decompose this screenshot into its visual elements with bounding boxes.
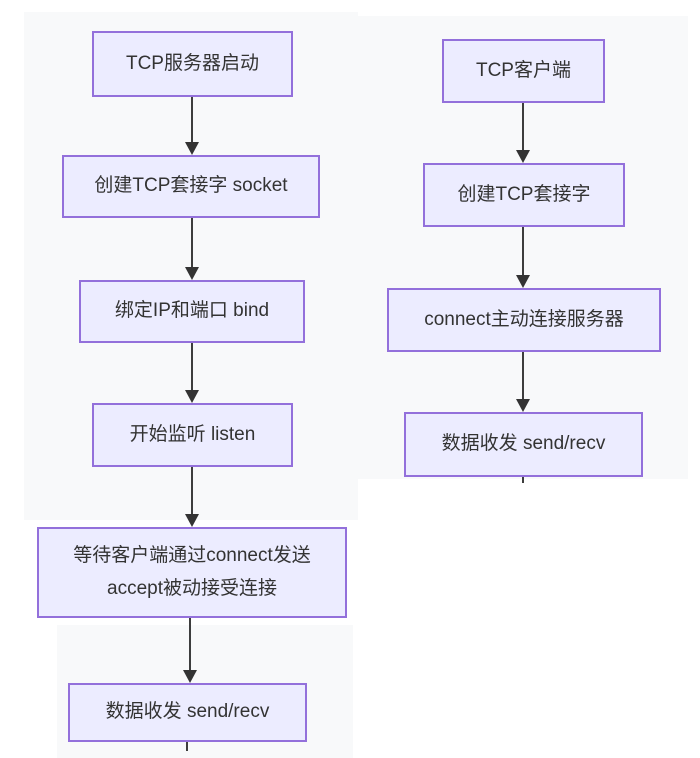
edge-line — [191, 218, 193, 267]
node-client-sendrecv: 数据收发 send/recv — [404, 412, 643, 477]
node-server-accept: 等待客户端通过connect发送 accept被动接受连接 — [37, 527, 347, 618]
edge-line — [191, 97, 193, 142]
arrowhead-down-icon — [516, 399, 530, 412]
edge-server-socket-bind — [185, 218, 199, 280]
arrowhead-down-icon — [516, 150, 530, 163]
edge-client-outgoing-stub — [522, 477, 524, 483]
node-label: 创建TCP套接字 — [457, 183, 591, 205]
node-client-socket: 创建TCP套接字 — [423, 163, 625, 227]
edge-server-bind-listen — [185, 343, 199, 403]
node-server-sendrecv: 数据收发 send/recv — [68, 683, 307, 742]
edge-server-listen-accept — [185, 467, 199, 527]
edge-server-start-socket — [185, 97, 199, 155]
edge-line — [522, 103, 524, 150]
arrowhead-down-icon — [185, 390, 199, 403]
node-server-socket: 创建TCP套接字 socket — [62, 155, 320, 218]
edge-server-outgoing-stub — [186, 742, 188, 751]
arrowhead-down-icon — [185, 267, 199, 280]
node-server-listen: 开始监听 listen — [92, 403, 293, 467]
node-label: 开始监听 listen — [129, 423, 256, 445]
node-label: 绑定IP和端口 bind — [114, 300, 270, 322]
node-label: connect主动连接服务器 — [424, 308, 624, 330]
arrowhead-down-icon — [183, 670, 197, 683]
edge-line — [189, 618, 191, 670]
edge-line — [191, 467, 193, 514]
edge-client-start-socket — [516, 103, 530, 163]
node-label-line2: accept被动接受连接 — [107, 577, 277, 599]
edge-line — [191, 343, 193, 390]
edge-line — [522, 352, 524, 399]
edge-line — [522, 227, 524, 275]
edge-client-socket-connect — [516, 227, 530, 288]
node-label: 数据收发 send/recv — [441, 433, 606, 455]
node-label: 数据收发 send/recv — [105, 701, 270, 723]
node-label: TCP客户端 — [475, 59, 571, 81]
node-server-start: TCP服务器启动 — [92, 31, 293, 97]
node-label: TCP服务器启动 — [125, 52, 259, 74]
node-label-line1: 等待客户端通过connect发送 — [73, 545, 311, 567]
node-server-bind: 绑定IP和端口 bind — [79, 280, 305, 343]
arrowhead-down-icon — [185, 142, 199, 155]
node-label: 创建TCP套接字 socket — [94, 175, 288, 197]
edge-server-accept-sendrecv — [183, 618, 197, 683]
node-client-connect: connect主动连接服务器 — [387, 288, 661, 352]
node-client-start: TCP客户端 — [442, 39, 605, 103]
arrowhead-down-icon — [185, 514, 199, 527]
arrowhead-down-icon — [516, 275, 530, 288]
edge-client-connect-sendrecv — [516, 352, 530, 412]
